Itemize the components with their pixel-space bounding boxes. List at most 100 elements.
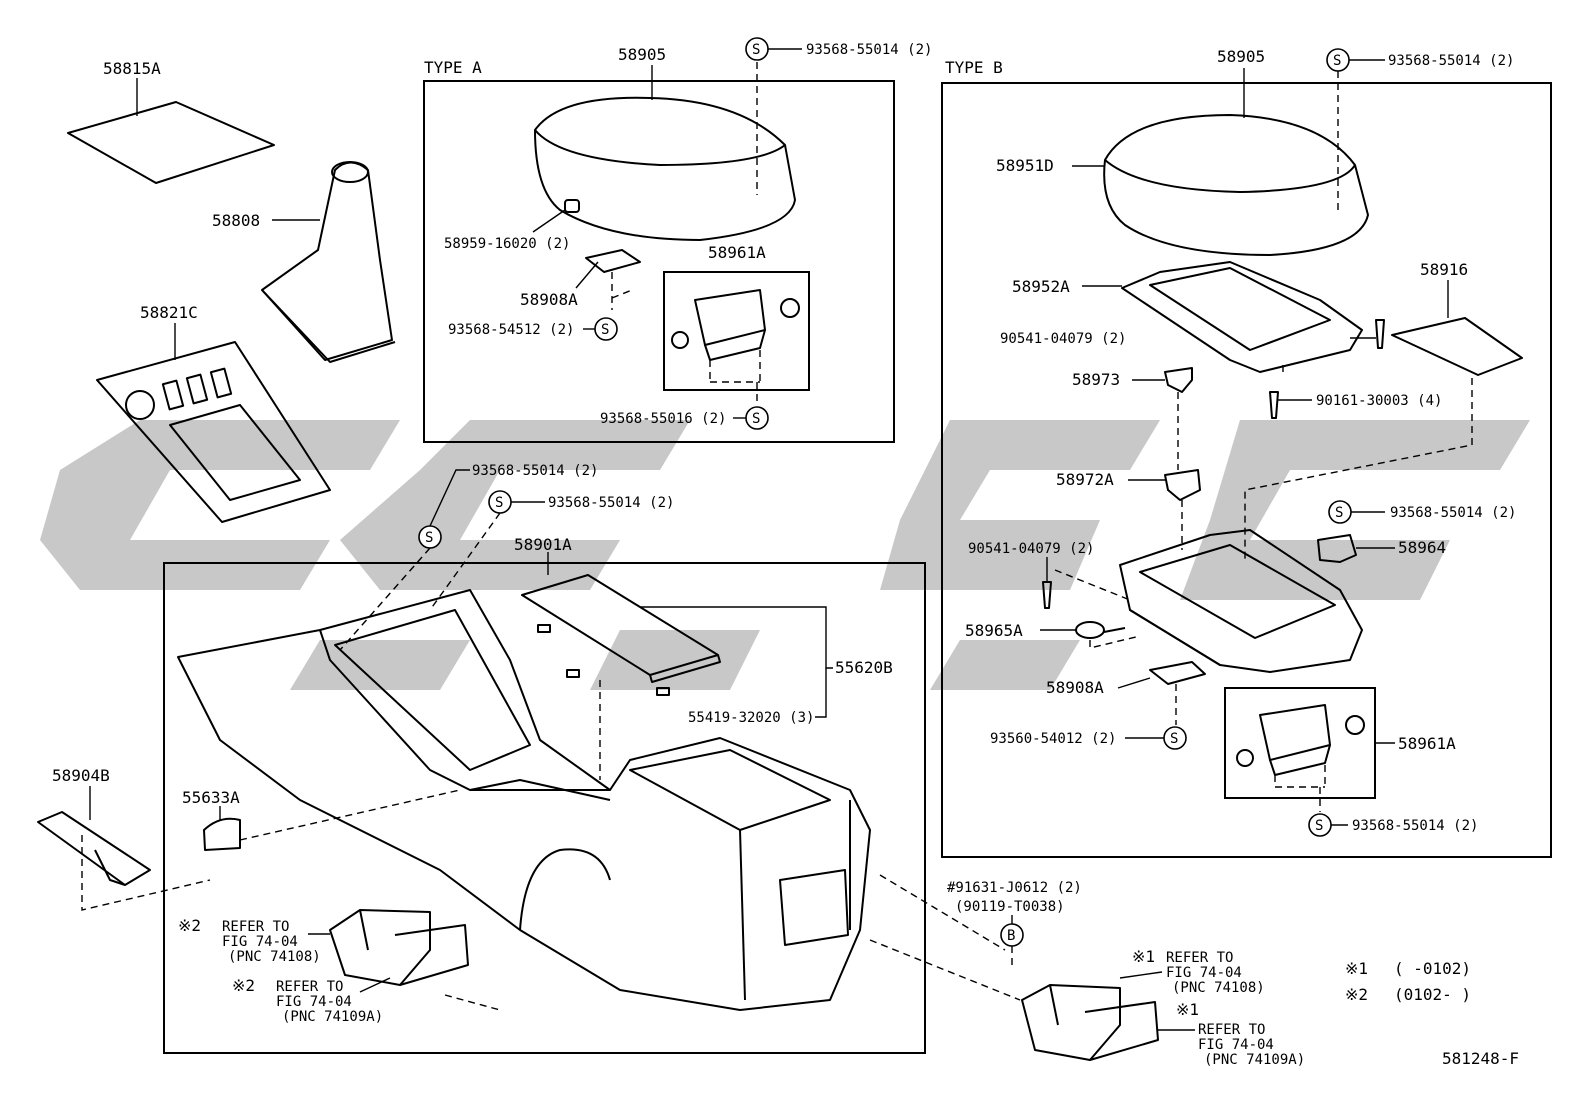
watermark	[40, 420, 1530, 690]
screw-90161	[1269, 391, 1312, 419]
label-58959: 58959-16020 (2)	[444, 236, 570, 252]
clip-58972a	[1128, 469, 1201, 550]
label-58815a: 58815A	[103, 59, 161, 78]
bumper-58959	[532, 199, 580, 233]
ref2b-line3: (PNC 74109A)	[282, 1009, 383, 1025]
lid-55620b	[521, 574, 833, 780]
label-58916: 58916	[1420, 260, 1468, 279]
label-58904b: 58904B	[52, 766, 110, 785]
s-symbol-a-55016-text: S	[752, 411, 760, 427]
label-93568-55016: 93568-55016 (2)	[600, 411, 726, 427]
inner-lid-58952a	[1082, 261, 1363, 373]
label-58908a-b: 58908A	[1046, 678, 1104, 697]
ref2b-line1: REFER TO	[276, 979, 343, 995]
figure-code: 581248-F	[1442, 1049, 1519, 1068]
screw-90541-a	[1350, 319, 1385, 349]
hinge-58908a-b	[1117, 661, 1206, 725]
console-tray-type-b	[1119, 529, 1363, 673]
label-90161: 90161-30003 (4)	[1316, 393, 1442, 409]
ref2a-mark: ※2	[178, 916, 201, 935]
screw-90541-b	[1042, 557, 1131, 609]
type-b-box	[941, 82, 1552, 858]
s-symbol-b-top-text: S	[1333, 53, 1341, 69]
label-93568-55014-mid1: 93568-55014 (2)	[472, 463, 598, 479]
ref2a-line2: FIG 74-04	[222, 934, 298, 950]
ref1a-mark: ※1	[1132, 947, 1155, 966]
label-90119: (90119-T0038)	[955, 899, 1065, 915]
label-90541-b: 90541-04079 (2)	[968, 541, 1094, 557]
insert-left	[308, 909, 501, 1011]
label-55633a: 55633A	[182, 788, 240, 807]
label-90541-a: 90541-04079 (2)	[1000, 331, 1126, 347]
mat-58916	[1244, 280, 1523, 560]
label-58961a-a: 58961A	[708, 243, 766, 262]
s-symbol-mid2-text: S	[495, 495, 503, 511]
legend-note2-text: (0102- )	[1394, 985, 1471, 1004]
console-box	[163, 562, 926, 1054]
ref2a-line1: REFER TO	[222, 919, 289, 935]
label-58808: 58808	[212, 211, 260, 230]
mat-58815a	[67, 78, 275, 184]
s-symbol-a-top-text: S	[752, 42, 760, 58]
label-58973: 58973	[1072, 370, 1120, 389]
label-93568-55014-b-mid: 93568-55014 (2)	[1390, 505, 1516, 521]
s-symbol-b-54012-text: S	[1170, 731, 1178, 747]
type-b-title: TYPE B	[945, 58, 1003, 77]
label-93568-54512: 93568-54512 (2)	[448, 322, 574, 338]
label-58901a: 58901A	[514, 535, 572, 554]
ref1b-line1: REFER TO	[1198, 1022, 1265, 1038]
label-93568-55014-mid2: 93568-55014 (2)	[548, 495, 674, 511]
label-58961a-b: 58961A	[1398, 734, 1456, 753]
s-symbol-a-54512-text: S	[601, 322, 609, 338]
ref1a-line3: (PNC 74108)	[1172, 980, 1265, 996]
ref2b-line2: FIG 74-04	[276, 994, 352, 1010]
label-58965a: 58965A	[965, 621, 1023, 640]
s-symbol-mid1-text: S	[425, 530, 433, 546]
label-58951d: 58951D	[996, 156, 1054, 175]
ref1b-line3: (PNC 74109A)	[1204, 1052, 1305, 1068]
label-93560-54012: 93560-54012 (2)	[990, 731, 1116, 747]
label-58972a: 58972A	[1056, 470, 1114, 489]
latch-58961a-a	[663, 271, 810, 404]
shift-boot-58808	[261, 161, 396, 363]
legend-note2-mark: ※2	[1345, 985, 1368, 1004]
legend-note1-mark: ※1	[1345, 959, 1368, 978]
ref1b-line2: FIG 74-04	[1198, 1037, 1274, 1053]
legend-note1-text: ( -0102)	[1394, 959, 1471, 978]
clip-58973	[1132, 367, 1193, 470]
b-symbol-text: B	[1007, 928, 1015, 944]
label-58908a-a: 58908A	[520, 290, 578, 309]
ref1b-mark: ※1	[1176, 1000, 1199, 1019]
hinge-58908a-a	[575, 249, 641, 310]
console-body-58901a	[177, 552, 871, 1011]
type-a-box	[423, 80, 895, 443]
label-58964: 58964	[1398, 538, 1446, 557]
label-93568-55014-b-bot: 93568-55014 (2)	[1352, 818, 1478, 834]
type-a-title: TYPE A	[424, 58, 482, 77]
label-93568-55014-a-top: 93568-55014 (2)	[806, 42, 932, 58]
clip-55633a	[203, 789, 461, 851]
armrest-lid-type-a	[534, 62, 796, 241]
label-55419: 55419-32020 (3)	[688, 710, 814, 726]
label-58905-a: 58905	[618, 45, 666, 64]
bezel-58821c	[96, 323, 331, 523]
s-symbol-b-bot-text: S	[1315, 818, 1323, 834]
ref1a-line1: REFER TO	[1166, 950, 1233, 966]
label-55620b: 55620B	[835, 658, 893, 677]
latch-58961a-b	[1224, 687, 1395, 812]
trim-58904b	[37, 786, 211, 911]
hinge-58964	[1317, 534, 1395, 563]
ref2b-mark: ※2	[232, 976, 255, 995]
insert-right	[869, 939, 1195, 1061]
ref2a-line3: (PNC 74108)	[228, 949, 321, 965]
bracket-58965a	[1040, 621, 1141, 649]
ref1a-line2: FIG 74-04	[1166, 965, 1242, 981]
label-58952a: 58952A	[1012, 277, 1070, 296]
label-91631: #91631-J0612 (2)	[947, 880, 1082, 896]
label-93568-55014-b-top: 93568-55014 (2)	[1388, 53, 1514, 69]
armrest-lid-type-b	[1072, 114, 1369, 256]
s-symbol-b-mid-text: S	[1335, 505, 1343, 521]
label-58821c: 58821C	[140, 303, 198, 322]
label-58905-b: 58905	[1217, 47, 1265, 66]
